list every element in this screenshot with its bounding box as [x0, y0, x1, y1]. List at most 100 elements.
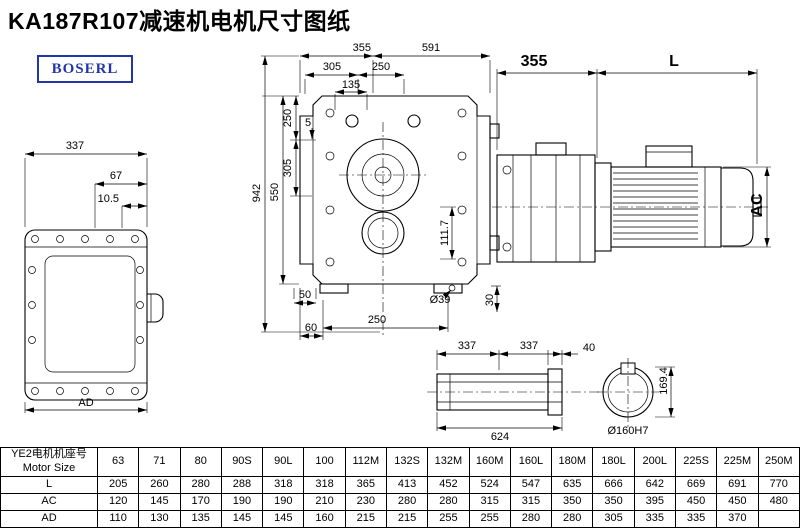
dim-text-67: 67 — [110, 170, 122, 182]
dim-text-50: 50 — [299, 289, 311, 301]
brand-logo: BOSERL — [37, 55, 133, 83]
dim-text-250-left: 250 — [282, 109, 294, 127]
dim-value-cell: 370 — [716, 509, 759, 528]
shaft-view-dimensions: 337 337 40 624 — [436, 340, 595, 443]
dim-text-135: 135 — [342, 79, 360, 91]
dim-value-cell: 480 — [757, 492, 800, 511]
dim-value-cell: 315 — [509, 492, 553, 511]
main-view — [299, 95, 500, 338]
dim-left-337: 337 — [24, 140, 148, 227]
dim-text-10-5: 10.5 — [98, 193, 119, 205]
dim-main-phi39: Ø39 — [430, 289, 452, 306]
left-view — [24, 229, 164, 401]
dim-value-cell: 524 — [468, 475, 511, 494]
dim-value-cell: 642 — [633, 475, 676, 494]
dim-value-cell: 280 — [385, 492, 429, 511]
technical-drawing: 337 67 10.5 AD — [24, 42, 771, 443]
size-column-header: 180M — [551, 447, 594, 477]
dim-value-cell: 260 — [138, 475, 181, 494]
dim-value-cell: 413 — [385, 475, 429, 494]
dim-text-5: 5 — [305, 117, 311, 129]
dim-value-cell: 288 — [220, 475, 264, 494]
dim-main-111-7: 111.7 — [439, 206, 456, 260]
dim-text-550: 550 — [269, 183, 281, 201]
dim-value-cell: 335 — [674, 509, 718, 528]
dim-value-cell: 190 — [220, 492, 264, 511]
dim-value-cell: 315 — [468, 492, 511, 511]
shaft-collar — [547, 368, 563, 416]
dim-text-591: 591 — [422, 42, 440, 54]
motor-size-header-cn: YE2电机机座号 — [11, 448, 87, 460]
size-column-header: 80 — [179, 447, 222, 477]
dim-value-cell: 110 — [96, 509, 140, 528]
dim-value-cell — [757, 509, 800, 528]
dim-text-motor-AC: AC — [749, 193, 766, 217]
top-hole-right — [407, 114, 421, 128]
dim-value-cell: 205 — [96, 475, 140, 494]
lower-bore-inner — [367, 217, 399, 249]
left-view-dimensions: 337 67 10.5 AD — [24, 140, 148, 413]
input-bore-inner — [361, 153, 405, 197]
leader-line — [442, 289, 452, 299]
dim-shaft-40: 40 — [547, 342, 595, 365]
dim-value-cell: 190 — [262, 492, 305, 511]
dim-value-cell: 215 — [344, 509, 387, 528]
input-shaft-center — [374, 166, 392, 184]
side-tab-bottom — [489, 235, 500, 251]
dim-value-cell: 145 — [262, 509, 305, 528]
dim-text-shaft-40: 40 — [583, 342, 595, 354]
motor-size-header-en: Motor Size — [22, 461, 76, 474]
dim-text-phi160H7: Ø160H7 — [608, 425, 649, 437]
housing-inner-lines — [312, 116, 478, 264]
row-label-AC: AC — [0, 492, 98, 511]
dim-value-cell: 452 — [427, 475, 470, 494]
dim-text-337: 337 — [66, 140, 84, 152]
dim-value-cell: 450 — [716, 492, 759, 511]
dim-value-cell: 280 — [179, 475, 222, 494]
dim-text-250-bottom: 250 — [368, 314, 386, 326]
dim-value-cell: 145 — [138, 492, 181, 511]
dim-value-cell: 215 — [385, 509, 429, 528]
motor-fins — [613, 172, 698, 240]
dim-text-111-7: 111.7 — [439, 220, 451, 246]
size-column-header: 132M — [427, 447, 470, 477]
output-shaft-stub — [147, 293, 164, 323]
foot-hole — [448, 284, 456, 292]
dim-left-AD: AD — [24, 397, 148, 413]
dim-value-cell: 170 — [179, 492, 222, 511]
side-tab-top — [489, 123, 500, 139]
size-column-header: 90S — [220, 447, 264, 477]
dim-value-cell: 691 — [716, 475, 759, 494]
dim-value-cell: 145 — [220, 509, 264, 528]
dim-main-305-left: 305 — [282, 140, 312, 197]
reducer-top-boss — [535, 142, 567, 156]
dim-value-cell: 335 — [633, 509, 676, 528]
extension-lines — [24, 158, 148, 227]
top-hole-left — [345, 114, 359, 128]
dim-text-shaft-337b: 337 — [520, 340, 538, 352]
dim-value-cell: 280 — [509, 509, 553, 528]
dim-value-cell: 450 — [674, 492, 718, 511]
reducer-detail-lines — [512, 155, 581, 262]
dim-shaft-624: 624 — [436, 412, 563, 443]
dim-main-550: 550 — [269, 96, 299, 285]
gearbox-housing-outline — [299, 95, 491, 285]
dim-value-cell: 280 — [427, 492, 470, 511]
main-view-dimensions: 355 591 305 250 135 250 5 — [251, 42, 501, 340]
dim-text-355-top: 355 — [353, 42, 371, 54]
dim-main-5: 5 — [305, 117, 315, 139]
input-bore-circle — [346, 138, 420, 212]
dim-value-cell: 305 — [592, 509, 635, 528]
dim-value-cell: 230 — [344, 492, 387, 511]
dim-main-591: 591 — [373, 42, 491, 93]
dim-value-cell: 280 — [551, 509, 594, 528]
dim-value-cell: 255 — [468, 509, 511, 528]
dim-main-30: 30 — [484, 285, 501, 312]
reducer-bolt-top — [502, 165, 512, 175]
page-title: KA187R107减速机电机尺寸图纸 — [8, 8, 351, 34]
